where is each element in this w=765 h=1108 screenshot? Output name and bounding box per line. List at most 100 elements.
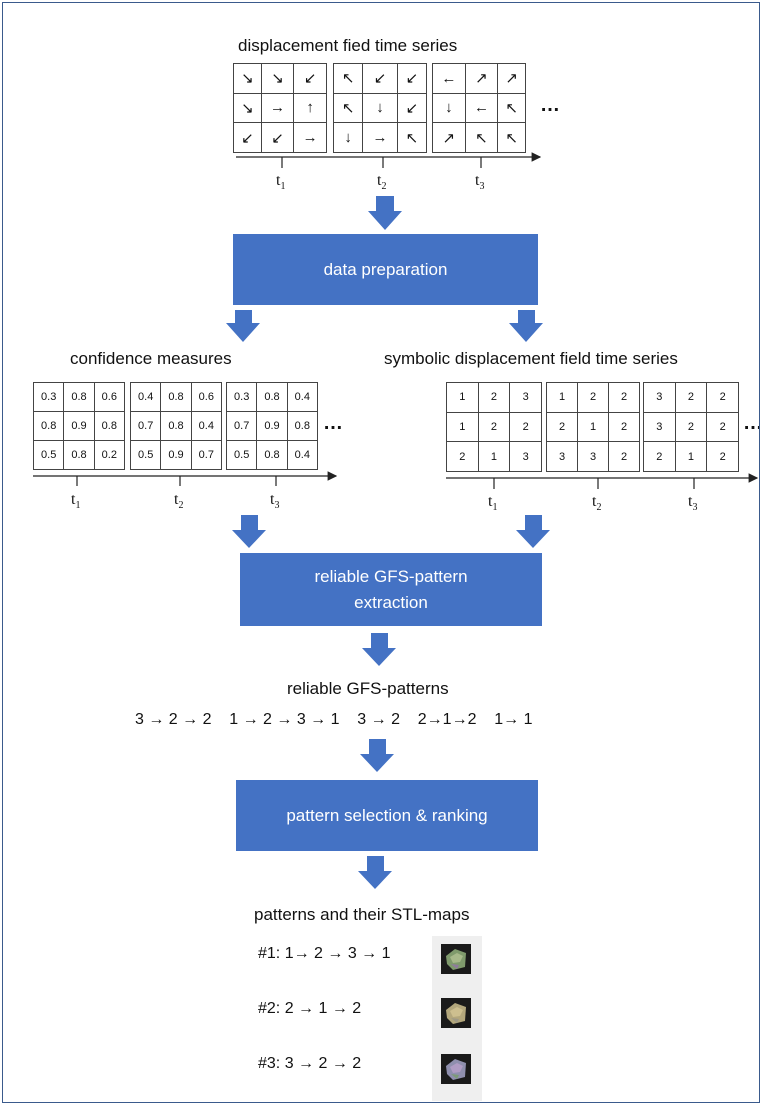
grid-cell: ↘ bbox=[260, 63, 295, 94]
grid-cell: 0.7 bbox=[129, 411, 162, 441]
grid-cell: ↓ bbox=[362, 92, 398, 124]
grid-cell: 1 bbox=[674, 441, 708, 472]
grid-cell: ↖ bbox=[497, 122, 526, 153]
grid-cell: 2 bbox=[706, 382, 739, 413]
symbolic-series-label: symbolic displacement field time series bbox=[384, 349, 678, 368]
displacement-grid-t1: ↘↘↙ ↘→↑ ↙↙→ bbox=[233, 63, 327, 153]
tick-letter: t bbox=[270, 491, 275, 508]
grid-cell: 0.8 bbox=[93, 411, 126, 441]
grid-cell: 0.8 bbox=[160, 411, 192, 441]
symbolic-tick-label-2: t2 bbox=[592, 493, 601, 513]
grid-cell: ↙ bbox=[293, 63, 327, 94]
confidence-tick-label-1: t1 bbox=[71, 491, 80, 511]
grid-cell: 3 bbox=[577, 441, 609, 472]
grid-cell: → bbox=[260, 92, 295, 124]
confidence-tick-label-2: t2 bbox=[174, 491, 183, 511]
tick-sub: 2 bbox=[381, 181, 387, 193]
grid-cell: 2 bbox=[608, 411, 640, 443]
grid-cell: ↗ bbox=[464, 63, 499, 94]
result-pattern-3: #3: 3 → 2 → 2 bbox=[258, 1055, 362, 1072]
grid-cell: ↙ bbox=[260, 122, 295, 153]
arrow-to-symbolic bbox=[509, 310, 543, 342]
tick-letter: t bbox=[488, 493, 493, 510]
grid-cell: 2 bbox=[546, 411, 578, 443]
pattern-extraction-label-line2: extraction bbox=[354, 592, 428, 612]
result-pattern-1: #1: 1→ 2 → 3 → 1 bbox=[258, 945, 391, 962]
reliable-patterns-sequence: 3 → 2 → 2 1 → 2 → 3 → 1 3 → 2 2→1→2 1→ 1 bbox=[135, 711, 533, 728]
symbolic-ellipsis: … bbox=[743, 412, 759, 435]
grid-cell: 3 bbox=[643, 411, 676, 443]
pattern-selection-box: pattern selection & ranking bbox=[236, 780, 538, 851]
reliable-patterns-label: reliable GFS-patterns bbox=[287, 679, 449, 698]
arrow-confidence-to-extraction bbox=[232, 515, 266, 548]
grid-cell: 3 bbox=[509, 441, 542, 472]
grid-cell: ↑ bbox=[293, 92, 327, 124]
grid-cell: ↙ bbox=[396, 92, 428, 124]
symbolic-tick-label-1: t1 bbox=[488, 493, 497, 513]
grid-cell: 2 bbox=[577, 382, 609, 413]
result-pattern-2: #2: 2 → 1 → 2 bbox=[258, 1000, 362, 1017]
top-tick-label-3: t3 bbox=[475, 172, 484, 192]
stl-map-thumbnail-1 bbox=[441, 944, 471, 974]
confidence-measures-label: confidence measures bbox=[70, 349, 232, 368]
grid-cell: 0.7 bbox=[225, 411, 258, 441]
grid-cell: 0.5 bbox=[225, 440, 258, 470]
grid-cell: 0.8 bbox=[160, 382, 192, 412]
stl-map-column bbox=[432, 936, 482, 1101]
displacement-ellipsis: … bbox=[540, 94, 561, 116]
grid-cell: 3 bbox=[546, 441, 578, 472]
grid-cell: 3 bbox=[643, 382, 676, 413]
grid-cell: 0.8 bbox=[286, 411, 319, 441]
grid-cell: 0.5 bbox=[32, 440, 65, 470]
grid-cell: 0.7 bbox=[190, 440, 223, 470]
tick-letter: t bbox=[377, 172, 382, 189]
grid-cell: 0.3 bbox=[32, 382, 65, 412]
stl-map-thumbnail-3 bbox=[441, 1054, 471, 1084]
top-tick-label-2: t2 bbox=[377, 172, 386, 192]
tick-sub: 1 bbox=[492, 502, 498, 514]
grid-cell: ↓ bbox=[432, 92, 466, 124]
grid-cell: 2 bbox=[477, 411, 511, 443]
grid-cell: 0.8 bbox=[256, 440, 288, 470]
arrow-to-results bbox=[358, 856, 392, 889]
grid-cell: ↖ bbox=[464, 122, 499, 153]
grid-cell: 0.4 bbox=[286, 440, 319, 470]
grid-cell: 2 bbox=[477, 382, 511, 413]
grid-cell: 1 bbox=[446, 382, 479, 413]
grid-cell: 0.3 bbox=[225, 382, 258, 412]
confidence-ellipsis: … bbox=[323, 412, 344, 434]
grid-cell: ↗ bbox=[497, 63, 526, 94]
tick-sub: 3 bbox=[479, 181, 485, 193]
grid-cell: ↖ bbox=[497, 92, 526, 124]
grid-cell: ↙ bbox=[362, 63, 398, 94]
data-preparation-label: data preparation bbox=[323, 259, 448, 279]
tick-letter: t bbox=[276, 172, 281, 189]
grid-cell: ↗ bbox=[432, 122, 466, 153]
tick-letter: t bbox=[475, 172, 480, 189]
tick-letter: t bbox=[71, 491, 76, 508]
grid-cell: ↙ bbox=[233, 122, 262, 153]
grid-cell: 0.2 bbox=[93, 440, 126, 470]
pattern-selection-label: pattern selection & ranking bbox=[286, 805, 488, 825]
displacement-series-label: displacement fied time series bbox=[238, 36, 458, 55]
symbolic-tick-label-3: t3 bbox=[688, 493, 697, 513]
pattern-extraction-box: reliable GFS-pattern extraction bbox=[240, 553, 542, 626]
tick-sub: 1 bbox=[75, 500, 81, 512]
arrow-symbolic-to-extraction bbox=[516, 515, 550, 548]
arrow-to-confidence bbox=[226, 310, 260, 342]
grid-cell: 0.4 bbox=[129, 382, 162, 412]
grid-cell: 0.5 bbox=[129, 440, 162, 470]
tick-sub: 1 bbox=[280, 181, 286, 193]
results-label: patterns and their STL-maps bbox=[254, 905, 470, 924]
grid-cell: ↖ bbox=[332, 63, 364, 94]
grid-cell: 0.6 bbox=[93, 382, 126, 412]
grid-cell: 2 bbox=[608, 382, 640, 413]
grid-cell: 1 bbox=[477, 441, 511, 472]
grid-cell: 0.6 bbox=[190, 382, 223, 412]
